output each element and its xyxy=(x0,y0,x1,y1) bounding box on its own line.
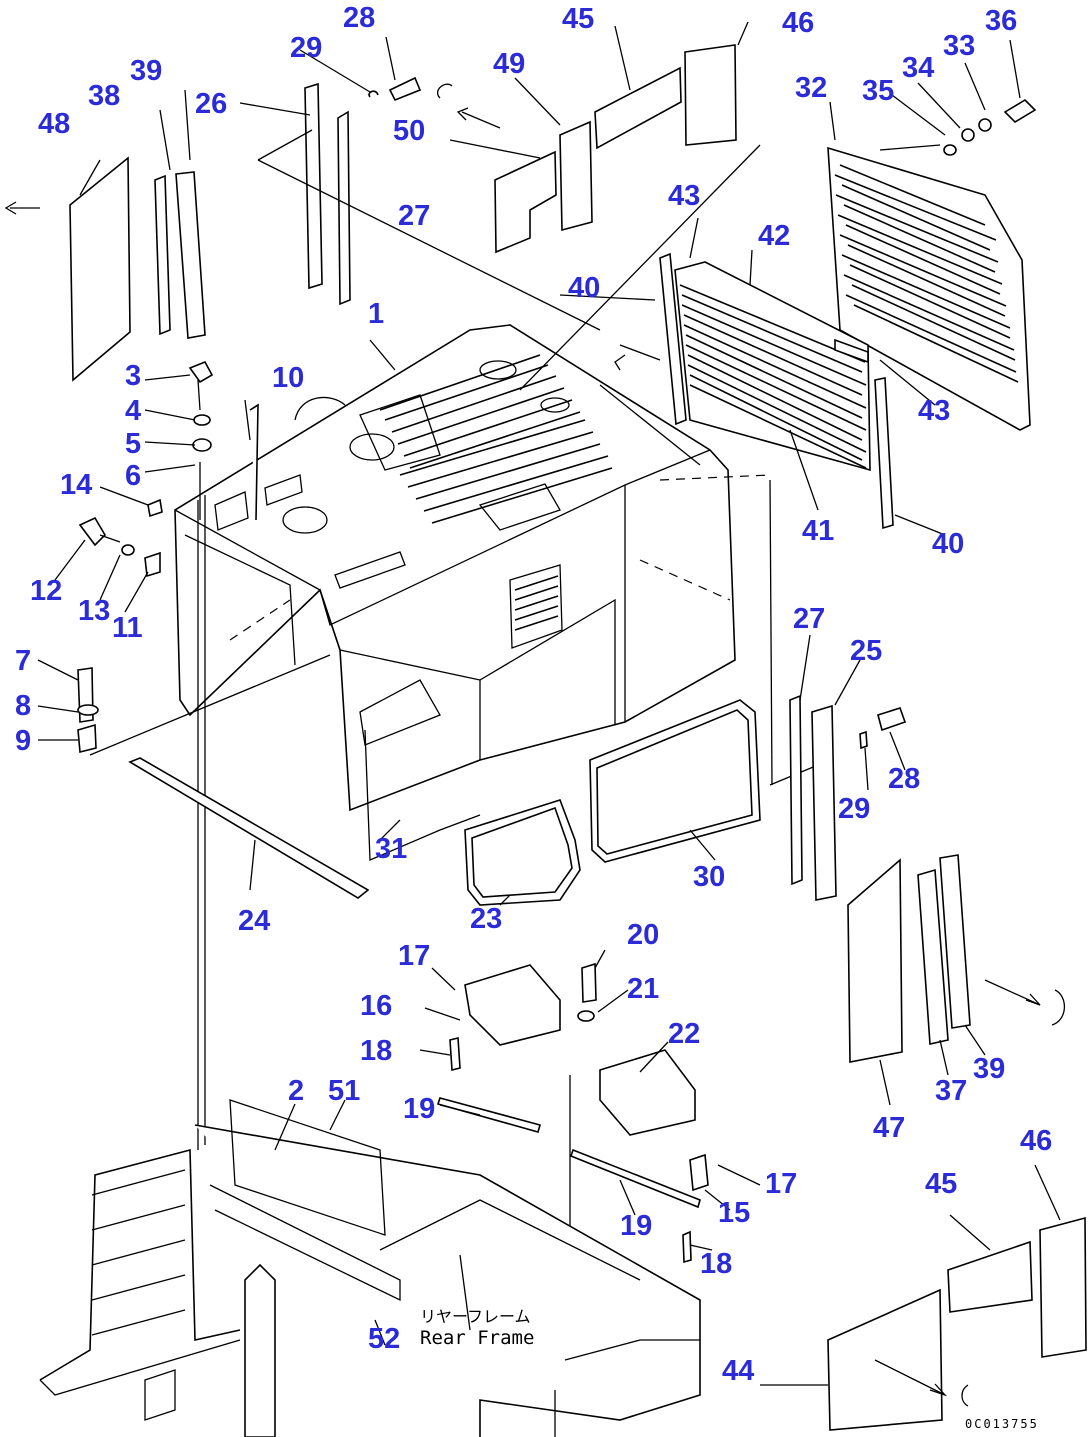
grille-42 xyxy=(659,252,894,530)
callout-19b: 19 xyxy=(620,1210,652,1242)
callout-18a: 18 xyxy=(360,1035,392,1067)
callout-21: 21 xyxy=(627,973,659,1005)
callout-49: 49 xyxy=(493,48,525,80)
hardware-top-right xyxy=(368,76,1037,156)
callout-3: 3 xyxy=(125,360,141,392)
seal-ring-30 xyxy=(589,699,761,863)
callout-45b: 45 xyxy=(925,1168,957,1200)
callout-25: 25 xyxy=(850,635,882,667)
rear-frame-label-en: Rear Frame xyxy=(420,1327,534,1349)
seal-ring-23 xyxy=(464,799,581,906)
callout-48: 48 xyxy=(38,108,70,140)
callout-15: 15 xyxy=(718,1197,750,1229)
callout-28b: 28 xyxy=(888,763,920,795)
callout-28a: 28 xyxy=(343,2,375,34)
callout-32: 32 xyxy=(795,72,827,104)
callout-16: 16 xyxy=(360,990,392,1022)
callout-41: 41 xyxy=(802,515,834,547)
callout-50: 50 xyxy=(393,115,425,147)
callout-45a: 45 xyxy=(562,3,594,35)
callout-30: 30 xyxy=(693,861,725,893)
callout-27a: 27 xyxy=(398,200,430,232)
callout-labels: 1 2 3 4 5 6 7 8 9 10 11 12 13 14 15 16 1… xyxy=(15,2,1052,1387)
callout-13: 13 xyxy=(78,595,110,627)
seal-strips-37-39 xyxy=(917,854,1066,1045)
callout-38: 38 xyxy=(88,80,120,112)
callout-1: 1 xyxy=(368,298,384,330)
insulation-pad-48 xyxy=(4,156,131,382)
callout-33: 33 xyxy=(943,30,975,62)
callout-42: 42 xyxy=(758,220,790,252)
callout-5: 5 xyxy=(125,428,141,460)
insulation-pads-bottom xyxy=(827,1216,1087,1431)
callout-37: 37 xyxy=(935,1075,967,1107)
callout-27b: 27 xyxy=(793,603,825,635)
seal-strip-24 xyxy=(128,757,370,899)
callout-35: 35 xyxy=(862,75,894,107)
callout-18b: 18 xyxy=(700,1248,732,1280)
construction-lines xyxy=(89,144,831,1150)
seal-strips-25-27 xyxy=(789,694,907,901)
callout-17a: 17 xyxy=(398,940,430,972)
rear-frame xyxy=(39,1099,701,1437)
callout-24: 24 xyxy=(238,905,270,937)
callout-19a: 19 xyxy=(403,1093,435,1125)
lower-brackets xyxy=(436,962,709,1290)
callout-7: 7 xyxy=(15,645,31,677)
rear-frame-label-jp: リヤーフレーム xyxy=(420,1307,531,1326)
callout-29a: 29 xyxy=(290,32,322,64)
callout-39a: 39 xyxy=(130,55,162,87)
callout-29b: 29 xyxy=(838,793,870,825)
callout-34: 34 xyxy=(902,52,934,84)
callout-4: 4 xyxy=(125,395,141,427)
callout-17b: 17 xyxy=(765,1168,797,1200)
callout-14: 14 xyxy=(60,469,92,501)
callout-43a: 43 xyxy=(668,180,700,212)
callout-47: 47 xyxy=(873,1112,905,1144)
leader-lines xyxy=(37,21,1061,1386)
drawing xyxy=(4,21,1087,1437)
seal-strips-38-39 xyxy=(154,171,206,339)
insulation-pad-47 xyxy=(847,858,903,1063)
callout-20: 20 xyxy=(627,919,659,951)
callout-10: 10 xyxy=(272,362,304,394)
reference-code: 0C013755 xyxy=(965,1417,1039,1431)
seal-strips-26-27 xyxy=(257,82,601,331)
callout-40a: 40 xyxy=(568,272,600,304)
callout-23: 23 xyxy=(470,903,502,935)
callout-6: 6 xyxy=(125,460,141,492)
side-plate-31 xyxy=(364,729,481,861)
callout-46a: 46 xyxy=(782,7,814,39)
callout-26: 26 xyxy=(195,88,227,120)
callout-44: 44 xyxy=(722,1355,754,1387)
callout-52: 52 xyxy=(368,1323,400,1355)
top-pads xyxy=(437,44,737,254)
callout-36: 36 xyxy=(985,5,1017,37)
grille-32 xyxy=(827,144,1031,431)
callout-22: 22 xyxy=(668,1018,700,1050)
callout-8: 8 xyxy=(15,690,31,722)
callout-39b: 39 xyxy=(973,1053,1005,1085)
callout-31: 31 xyxy=(375,833,407,865)
engine-hood-1 xyxy=(174,324,771,812)
callout-40b: 40 xyxy=(932,528,964,560)
callout-9: 9 xyxy=(15,725,31,757)
callout-11: 11 xyxy=(112,612,143,644)
callout-43b: 43 xyxy=(918,395,950,427)
callout-46b: 46 xyxy=(1020,1125,1052,1157)
callout-12: 12 xyxy=(30,575,62,607)
hardware-left xyxy=(77,360,259,754)
callout-2: 2 xyxy=(288,1075,304,1107)
callout-51: 51 xyxy=(328,1075,360,1107)
